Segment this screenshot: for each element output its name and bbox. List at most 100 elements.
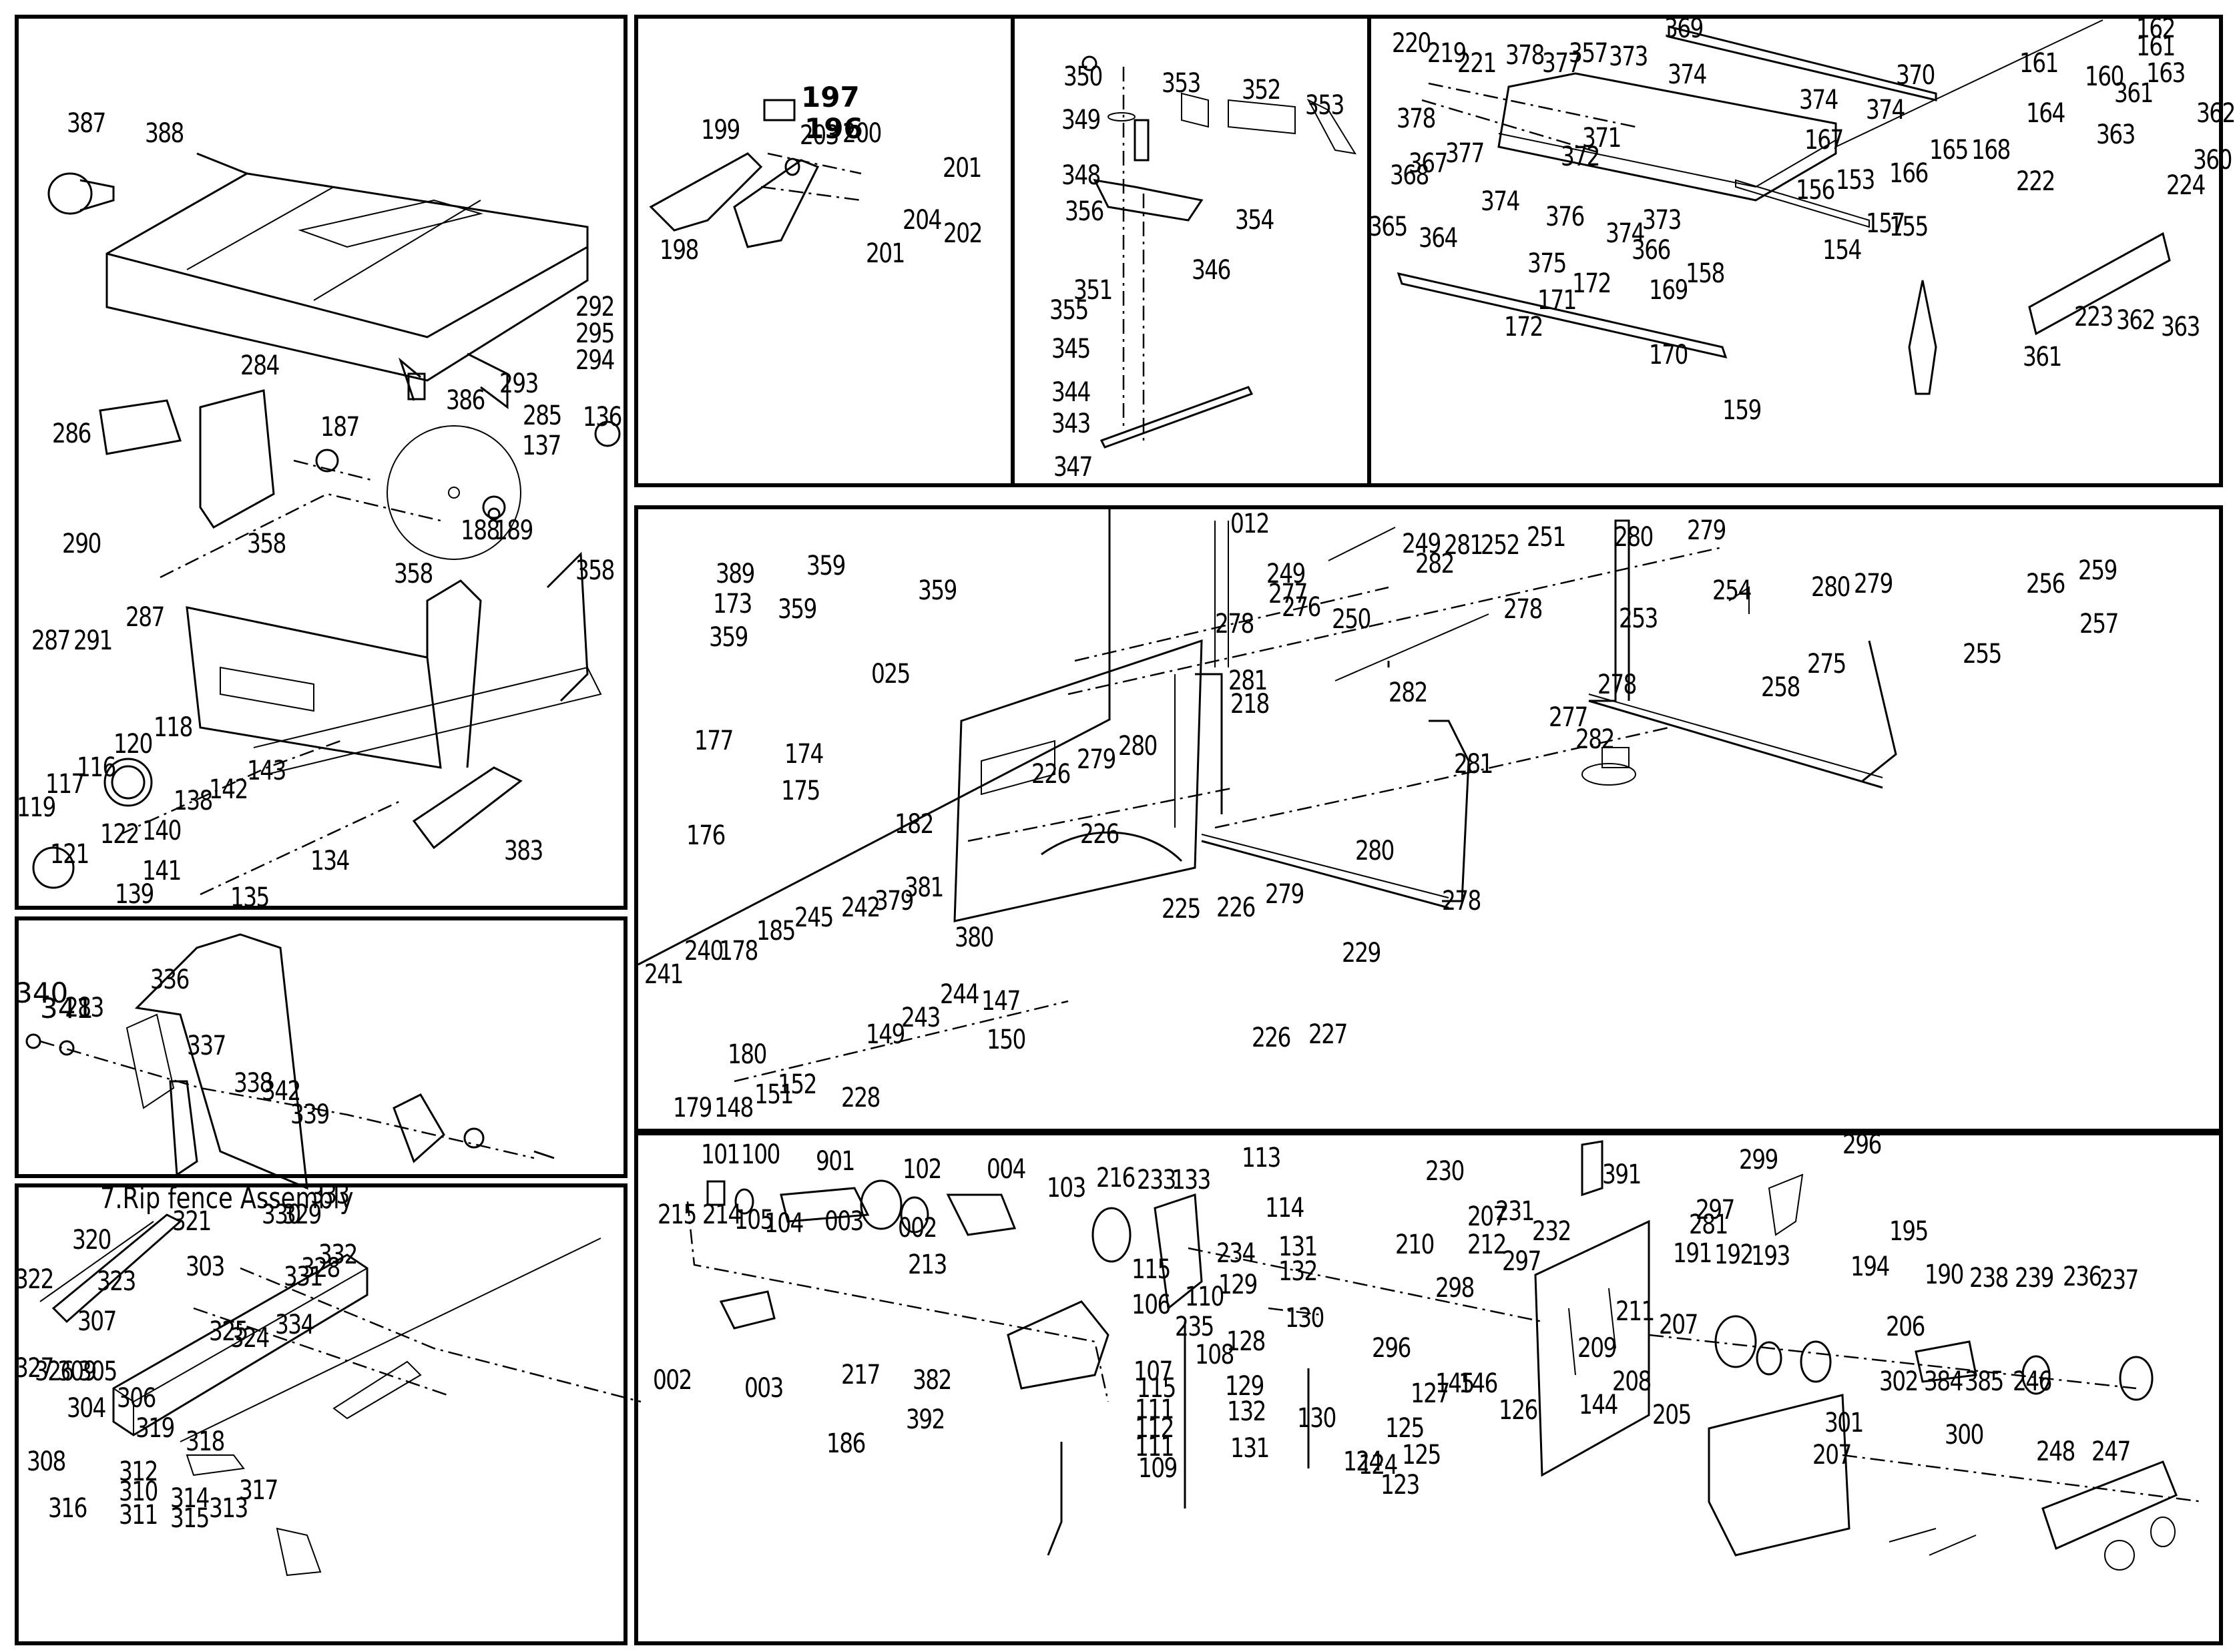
part-label: 192 [1714, 1240, 1754, 1270]
part-label: 245 [794, 902, 834, 933]
part-label: 201 [943, 153, 982, 184]
part-label: 115 [1132, 1254, 1171, 1285]
part-label: 372 [1561, 142, 1600, 172]
part-label: 103 [1047, 1173, 1086, 1203]
part-label: 240 [684, 936, 724, 967]
part-label: 113 [1242, 1143, 1281, 1173]
part-label: 296 [1372, 1333, 1411, 1364]
part-label: 146 [1459, 1368, 1498, 1399]
part-label: 320 [72, 1225, 111, 1256]
part-label: 337 [187, 1031, 226, 1061]
part-label: 191 [1673, 1238, 1712, 1269]
part-label: 373 [1642, 205, 1682, 236]
part-label: 315 [170, 1503, 210, 1534]
part-label: 106 [1132, 1290, 1171, 1320]
part-label: 293 [499, 368, 539, 399]
part-label: 343 [1051, 408, 1091, 439]
part-label: 300 [1945, 1420, 1984, 1450]
part-label: 225 [1162, 894, 1201, 924]
part-label: 139 [115, 879, 154, 910]
part-label: 215 [658, 1199, 697, 1230]
part-label: 153 [1836, 165, 1875, 196]
part-label: 246 [2013, 1366, 2052, 1397]
part-label: 292 [575, 292, 615, 322]
part-label: 311 [119, 1500, 158, 1531]
part-label: 120 [113, 729, 153, 760]
part-label: 369 [1664, 13, 1704, 44]
part-label: 282 [1415, 549, 1455, 579]
part-label: 148 [714, 1093, 754, 1123]
part-label: 107 [1134, 1356, 1173, 1387]
part-label: 279 [1265, 879, 1304, 910]
part-label: 254 [1712, 575, 1752, 606]
part-label: 221 [1457, 48, 1497, 79]
part-label: 213 [908, 1250, 947, 1280]
part-label: 126 [1499, 1395, 1538, 1426]
part-label: 203 [800, 120, 839, 151]
part-label: 347 [1053, 452, 1093, 483]
part-label: 301 [1824, 1408, 1864, 1438]
part-label: 204 [903, 205, 942, 236]
part-label: 199 [701, 115, 740, 146]
part-label: 124 [1343, 1446, 1383, 1477]
part-label: 329 [282, 1199, 322, 1230]
part-label: 321 [172, 1206, 212, 1237]
part-label: 284 [240, 350, 280, 381]
part-label: 339 [290, 1099, 330, 1130]
part-label: 193 [1751, 1241, 1790, 1272]
part-label: 209 [1577, 1333, 1617, 1364]
part-label: 233 [1137, 1165, 1176, 1195]
part-label: 150 [987, 1025, 1026, 1055]
part-label: 353 [1162, 68, 1201, 99]
part-label: 331 [284, 1262, 323, 1292]
part-label: 129 [1218, 1270, 1258, 1300]
part-label: 187 [320, 412, 360, 443]
part-label: 333 [310, 1179, 350, 1210]
part-label: 227 [1308, 1019, 1348, 1050]
part-label: 296 [1842, 1129, 1882, 1160]
part-label: 171 [1537, 285, 1577, 316]
panel-handles [634, 15, 1015, 487]
part-label: 376 [1545, 202, 1585, 232]
part-label: 251 [1527, 522, 1566, 553]
part-label: 375 [1527, 248, 1567, 279]
part-label: 214 [702, 1199, 742, 1230]
part-label: 280 [1118, 731, 1158, 762]
part-label: 381 [905, 872, 944, 903]
part-label: 367 [1409, 148, 1448, 179]
part-label: 302 [1879, 1366, 1919, 1397]
part-label: 382 [913, 1365, 952, 1396]
part-label: 116 [77, 752, 116, 783]
part-label: 385 [1965, 1366, 2004, 1397]
part-label: 282 [1575, 724, 1615, 755]
part-label: 276 [1282, 592, 1321, 623]
part-label: 157 [1866, 208, 1905, 239]
part-label: 154 [1822, 235, 1862, 266]
part-label: 313 [209, 1493, 248, 1524]
part-label: 197 [801, 81, 860, 113]
part-label: 314 [170, 1483, 210, 1514]
part-label: 158 [1686, 258, 1725, 289]
part-label: 237 [2099, 1265, 2139, 1296]
part-label: 176 [686, 820, 726, 851]
part-label: 374 [1866, 95, 1905, 125]
part-label: 294 [575, 345, 615, 376]
part-label: 342 [262, 1076, 301, 1107]
part-label: 243 [901, 1003, 941, 1033]
part-label: 283 [65, 993, 104, 1023]
part-label: 249 [1266, 559, 1306, 589]
part-label: 195 [1889, 1216, 1929, 1247]
part-label: 310 [119, 1476, 158, 1507]
part-label: 127 [1411, 1378, 1450, 1409]
part-label: 358 [247, 529, 286, 559]
part-label: 111 [1135, 1432, 1174, 1462]
part-label: 189 [494, 515, 533, 546]
part-label: 371 [1582, 123, 1622, 154]
part-label: 174 [784, 739, 824, 770]
part-label: 208 [1612, 1366, 1652, 1397]
part-label: 144 [1579, 1390, 1618, 1420]
part-label: 352 [1242, 75, 1281, 105]
part-label: 125 [1402, 1440, 1441, 1470]
part-label: 194 [1850, 1252, 1890, 1282]
part-label: 133 [1172, 1165, 1211, 1195]
